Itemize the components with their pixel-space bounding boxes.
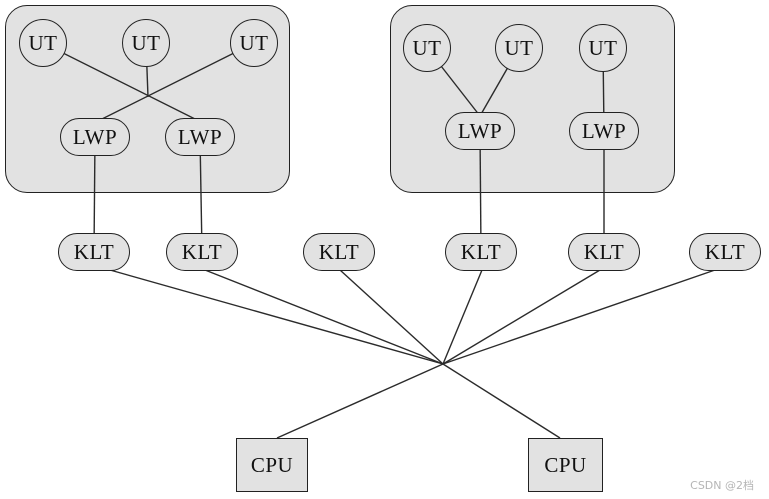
cpu-node-1: CPU	[236, 438, 308, 492]
edge-klt6-hub	[442, 269, 716, 365]
edge-p1-ut1-lwp2	[42, 42, 202, 123]
p1-ut-node-3: UT	[230, 19, 278, 67]
p1-ut-node-1: UT	[19, 19, 67, 67]
edge-klt5-hub	[442, 269, 601, 365]
edge-klt3-hub	[339, 269, 444, 365]
p1-lwp-node-2: LWP	[165, 118, 235, 156]
klt-node-3: KLT	[303, 233, 375, 271]
p2-ut-node-3: UT	[579, 24, 627, 72]
p2-ut-node-1: UT	[403, 24, 451, 72]
p2-lwp-node-1: LWP	[445, 112, 515, 150]
klt-node-6: KLT	[689, 233, 761, 271]
cpu-node-2: CPU	[528, 438, 603, 492]
p2-lwp-node-2: LWP	[569, 112, 639, 150]
klt-node-4: KLT	[445, 233, 517, 271]
edge-p1-ut3-lwp1	[95, 42, 255, 123]
p1-ut-node-2: UT	[122, 19, 170, 67]
p2-ut-node-2: UT	[495, 24, 543, 72]
edge-p1-lwp2-klt2	[199, 136, 203, 253]
edge-klt1-hub	[109, 269, 444, 365]
edge-p1-lwp1-klt1	[93, 136, 96, 253]
p1-lwp-node-1: LWP	[60, 118, 130, 156]
klt-node-2: KLT	[166, 233, 238, 271]
edge-hub-cpu1	[276, 363, 444, 439]
klt-node-5: KLT	[568, 233, 640, 271]
klt-node-1: KLT	[58, 233, 130, 271]
edge-klt4-hub	[442, 269, 483, 365]
edge-hub-cpu2	[442, 363, 561, 439]
edge-klt2-hub	[204, 269, 444, 365]
edge-p2-lwp1-klt4	[479, 130, 482, 253]
watermark: CSDN @2档	[690, 479, 754, 492]
